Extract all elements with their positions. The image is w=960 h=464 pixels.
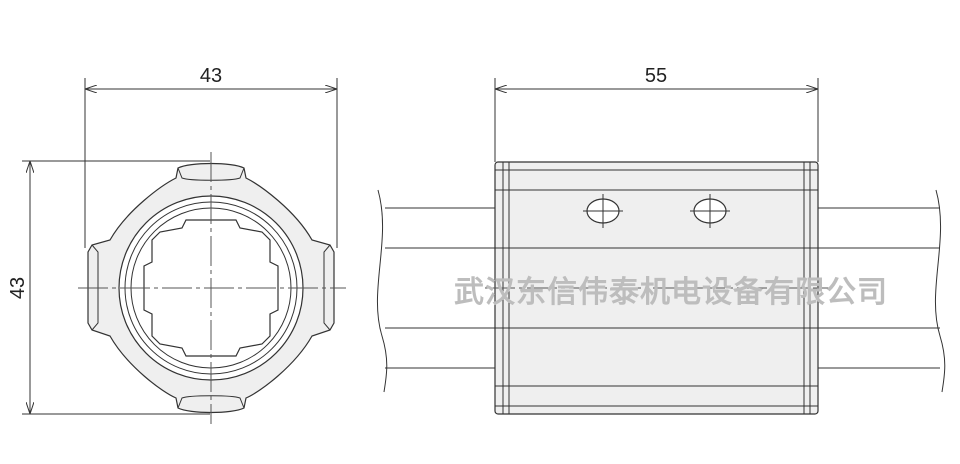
side-view: 55 (376, 65, 946, 415)
mounting-hole-left (583, 194, 623, 228)
front-height-label: 43 (7, 277, 29, 299)
company-watermark: 武汉东信伟泰机电设备有限公司 (454, 275, 888, 310)
shaft-left (376, 189, 495, 393)
shaft-left-break (376, 189, 388, 393)
mounting-hole-right (690, 194, 730, 228)
side-length-label: 55 (645, 65, 667, 87)
front-view: 43 43 (7, 65, 346, 424)
shaft-right-break (934, 189, 946, 393)
front-width-label: 43 (200, 65, 222, 87)
shaft-right (818, 189, 946, 393)
front-bottom-notch (177, 395, 245, 409)
